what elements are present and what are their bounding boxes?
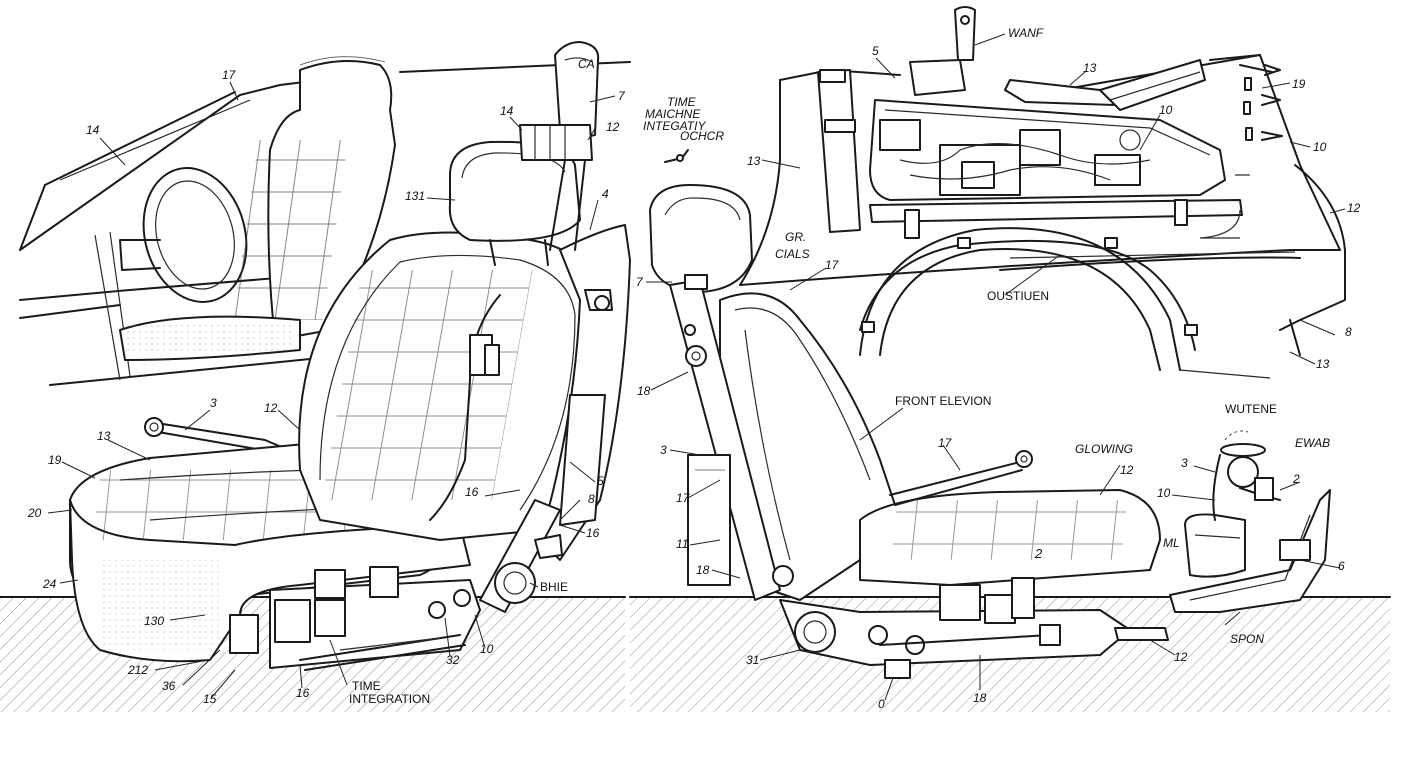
right-callout-12a: 12 <box>1347 201 1361 215</box>
right-figure-elevation: 5 13 19 10 13 10 12 7 17 18 3 17 11 18 8… <box>629 6 1391 712</box>
right-side-component <box>1169 430 1331 613</box>
caption-front-elevation: FRONT ELEVION <box>895 394 991 408</box>
right-callout-8: 8 <box>1345 325 1352 339</box>
left-callout-130: 130 <box>144 614 164 628</box>
right-callout-11: 11 <box>676 537 688 551</box>
right-callout-31: 31 <box>746 653 759 667</box>
right-callout-19: 19 <box>1292 77 1306 91</box>
left-callout-17: 17 <box>222 68 237 82</box>
right-callout-13a: 13 <box>1083 61 1097 75</box>
caption-ccals-1: GR. <box>785 230 806 244</box>
caption-time-machine-3: INTEGATIY <box>643 119 706 133</box>
left-callout-212: 212 <box>127 663 148 677</box>
caption-ml: ML <box>1163 536 1180 550</box>
caption-time-machine-2: MAICHNE <box>645 107 701 121</box>
right-callout-17c: 17 <box>938 436 953 450</box>
left-callout-19: 19 <box>48 453 62 467</box>
left-callout-3: 3 <box>210 396 217 410</box>
left-callout-16a: 16 <box>296 686 310 700</box>
left-callout-16c: 16 <box>586 526 600 540</box>
left-callout-12a: 12 <box>606 120 620 134</box>
left-callout-36: 36 <box>162 679 176 693</box>
left-slide-mechanism <box>229 499 563 671</box>
right-callout-10a: 10 <box>1159 103 1173 117</box>
left-callout-14a: 14 <box>86 123 100 137</box>
right-callout-18c: 18 <box>973 691 987 705</box>
car-interior-outline <box>19 56 631 386</box>
caption-glowing: GLOWING <box>1075 442 1133 456</box>
left-callout-131: 131 <box>405 189 425 203</box>
caption-spon: SPON <box>1230 632 1264 646</box>
right-callout-6: 6 <box>1338 559 1345 573</box>
engine-bay <box>817 6 1250 351</box>
caption-ccals-2: CIALS <box>775 247 810 261</box>
caption-time-machine-1: TIME <box>667 95 697 109</box>
left-callout-12b: 12 <box>264 401 278 415</box>
left-leader-lines <box>47 81 616 698</box>
left-callout-7: 7 <box>618 89 626 103</box>
left-callout-13: 13 <box>97 429 111 443</box>
right-leader-lines <box>646 33 1346 701</box>
left-callout-14b: 14 <box>500 104 514 118</box>
right-callout-3b: 3 <box>1181 456 1188 470</box>
left-figure-seat-perspective: CA <box>0 41 631 712</box>
right-callout-10b: 10 <box>1313 140 1327 154</box>
caption-brake: BHIE <box>540 580 568 594</box>
right-callout-17a: 17 <box>825 258 840 272</box>
right-callout-2b: 2 <box>1034 546 1043 561</box>
right-callout-12c: 12 <box>1174 650 1188 664</box>
left-callout-16b: 16 <box>465 485 479 499</box>
caption-time-integration-2: INTEGRATION <box>349 692 430 706</box>
right-callout-12b: 12 <box>1120 463 1134 477</box>
right-callout-10c: 10 <box>1157 486 1171 500</box>
left-callout-5: 5 <box>597 474 604 488</box>
caption-ewab: EWAB <box>1295 436 1330 450</box>
caption-oustiuen: OUSTIUEN <box>987 289 1049 303</box>
left-seat-frame: CA <box>519 41 631 561</box>
center-captions: TIME MAICHNE INTEGATIY OCHCR GR. CIALS <box>643 95 810 261</box>
caption-ochcr: OCHCR <box>680 129 724 143</box>
right-callout-5: 5 <box>872 44 879 58</box>
right-callout-13b: 13 <box>747 154 761 168</box>
right-callout-3: 3 <box>660 443 667 457</box>
left-callout-8: 8 <box>588 492 595 506</box>
caption-wanf: WANF <box>1008 26 1044 40</box>
caption-wutene: WUTENE <box>1225 402 1277 416</box>
right-callout-2: 2 <box>1292 472 1300 486</box>
right-seat-elevation <box>649 184 1169 679</box>
left-callout-20: 20 <box>27 506 42 520</box>
left-callout-15: 15 <box>203 692 217 706</box>
right-callout-7: 7 <box>636 275 644 289</box>
left-callout-4: 4 <box>602 187 609 201</box>
left-callout-10: 10 <box>480 642 494 656</box>
right-callout-18a: 18 <box>637 384 651 398</box>
left-seat-back <box>298 140 601 541</box>
svg-text:CA: CA <box>578 57 595 71</box>
left-callout-32: 32 <box>446 653 460 667</box>
right-callout-13c: 13 <box>1316 357 1330 371</box>
left-callout-24: 24 <box>42 577 57 591</box>
caption-time-integration-1: TIME <box>352 679 381 693</box>
right-callout-0: 0 <box>878 697 885 711</box>
right-callout-17b: 17 <box>676 491 691 505</box>
right-callout-18b: 18 <box>696 563 710 577</box>
